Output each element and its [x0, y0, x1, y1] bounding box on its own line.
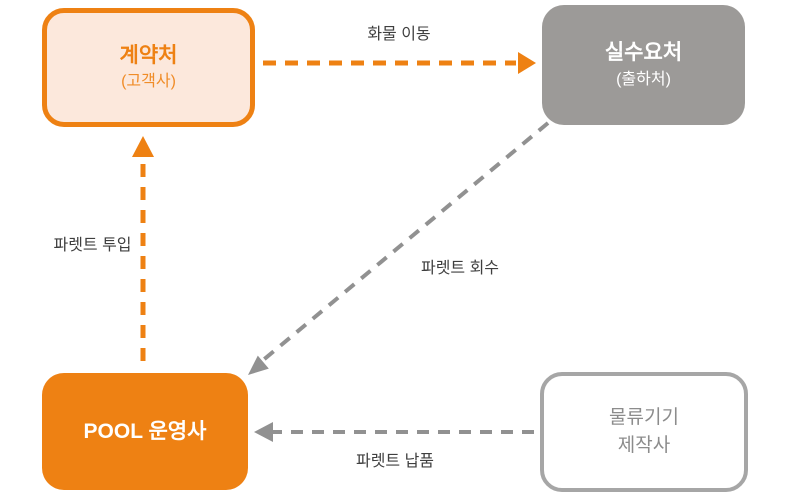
node-contractor-title: 계약처 [119, 43, 178, 67]
node-pool-operator-title: POOL 운영사 [83, 419, 207, 443]
cargo-move-arrow-label: 화물 이동 [367, 26, 431, 43]
node-contractor-subtitle: (고객사) [121, 73, 176, 91]
pallet-return-arrow-label: 파렛트 회수 [420, 260, 500, 277]
cargo-move-arrowhead [518, 52, 536, 74]
node-equipment-maker-title-line2: 제작사 [617, 435, 671, 456]
node-consumer-subtitle: (출하처) [616, 70, 671, 88]
node-pool-operator: POOL 운영사 [42, 373, 248, 490]
node-equipment-maker: 물류기기 제작사 [540, 372, 748, 492]
pallet-input-arrow-label: 파렛트 투입 [53, 237, 132, 254]
pallet-delivery-arrowhead [254, 422, 273, 442]
node-consumer: 실수요처 (출하처) [542, 5, 745, 125]
pallet-return-arrow-line [260, 121, 550, 363]
node-equipment-maker-title-line1: 물류기기 [609, 407, 679, 429]
pallet-input-arrowhead [132, 136, 154, 157]
node-contractor: 계약처 (고객사) [42, 8, 255, 127]
node-consumer-title: 실수요처 [604, 41, 683, 65]
pallet-return-arrowhead [248, 355, 269, 375]
pallet-delivery-arrow-label: 파렛트 납품 [355, 453, 435, 470]
